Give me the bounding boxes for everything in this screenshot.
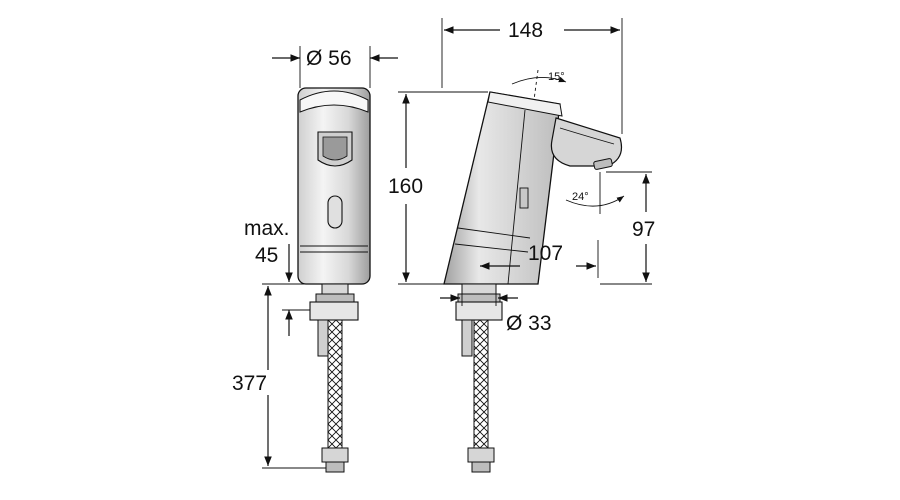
spout	[550, 117, 623, 167]
dim-reach-spout: 107	[528, 242, 563, 265]
front-view: Ø 56 max. 45 377	[232, 46, 398, 473]
aerator	[593, 158, 613, 170]
side-hose	[473, 319, 489, 449]
dim-diameter-base: Ø 33	[506, 312, 552, 335]
dim-max-label: max.	[244, 217, 290, 240]
front-top-cap	[299, 90, 369, 113]
dim-max-value: 45	[255, 244, 278, 267]
front-hose	[327, 319, 343, 449]
side-view: 148 160 15° 24° 97 107 Ø 33	[388, 18, 655, 473]
dim-width-total: 148	[508, 19, 543, 42]
dim-length-hose: 377	[232, 372, 267, 395]
front-body	[297, 87, 371, 285]
dim-angle-bottom: 24°	[572, 191, 589, 203]
dim-height-spout: 97	[632, 218, 655, 241]
led-slot	[327, 195, 343, 229]
dim-height-body: 160	[388, 175, 423, 198]
dim-angle-top: 15°	[548, 71, 565, 83]
dim-diameter-body: Ø 56	[306, 47, 352, 70]
